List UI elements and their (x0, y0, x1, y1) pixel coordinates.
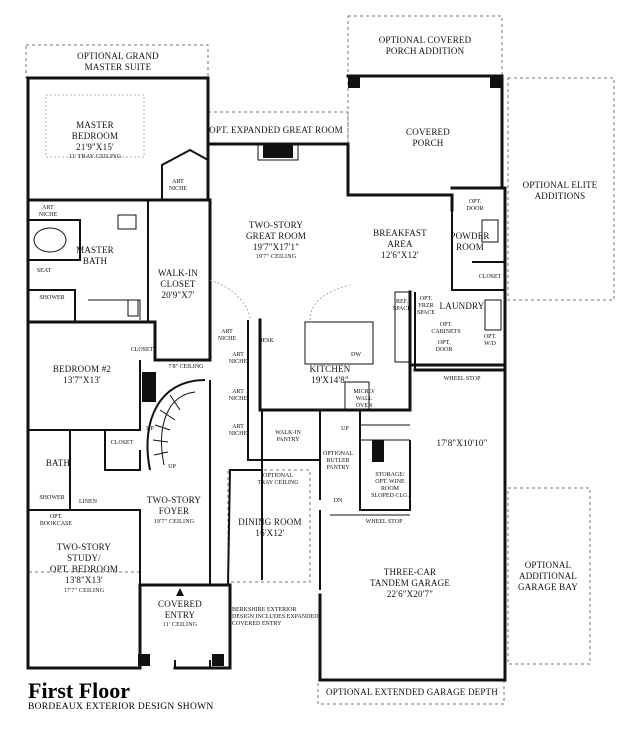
label-shower-bath2: SHOWER (39, 495, 64, 501)
label-extended-garage: OPTIONAL EXTENDED GARAGE DEPTH (326, 687, 498, 697)
label-garage-dim: 17'8"X10'10" (437, 438, 488, 448)
label-bath2: BATH (46, 458, 71, 468)
page-subtitle: BORDEAUX EXTERIOR DESIGN SHOWN (28, 702, 214, 712)
label-opt-bookcase: OPT.BOOKCASE (40, 514, 73, 527)
label-linen: LINEN (79, 499, 98, 505)
label-up-main: UP (168, 464, 176, 470)
label-ref-space: REF.SPACE (393, 299, 411, 312)
label-shower-master: SHOWER (39, 295, 64, 301)
label-expanded-great-room: OPT. EXPANDED GREAT ROOM (209, 125, 343, 135)
label-opt-wd: OPT.W/D (484, 334, 497, 347)
label-laundry: LAUNDRY (440, 301, 485, 311)
label-up-stair: UP (146, 426, 154, 432)
label-dn: DN (334, 498, 343, 504)
label-opt-door-top: OPT.DOOR (466, 199, 483, 212)
page-title: First Floor (28, 678, 131, 703)
label-wheel-stop-bottom: WHEEL STOP (366, 519, 403, 525)
label-closet-bed2: CLOSET (131, 347, 154, 353)
label-opt-door-laundry: OPT.DOOR (435, 340, 452, 353)
label-up-butler: UP (341, 426, 349, 432)
label-desk: DESK (258, 338, 274, 344)
label-ceiling-7: 7'8" CEILING (168, 364, 204, 370)
label-dw: DW (351, 352, 361, 358)
walls (26, 74, 507, 682)
label-closet-hall: CLOSET (111, 440, 134, 446)
label-opt-cabinets: OPT.CABINETS (431, 322, 460, 335)
entry-arrow-icon (176, 588, 184, 596)
label-seat: SEAT (37, 268, 52, 274)
label-wheel-stop-top: WHEEL STOP (444, 376, 481, 382)
label-closet-laundry: CLOSET (479, 274, 502, 280)
